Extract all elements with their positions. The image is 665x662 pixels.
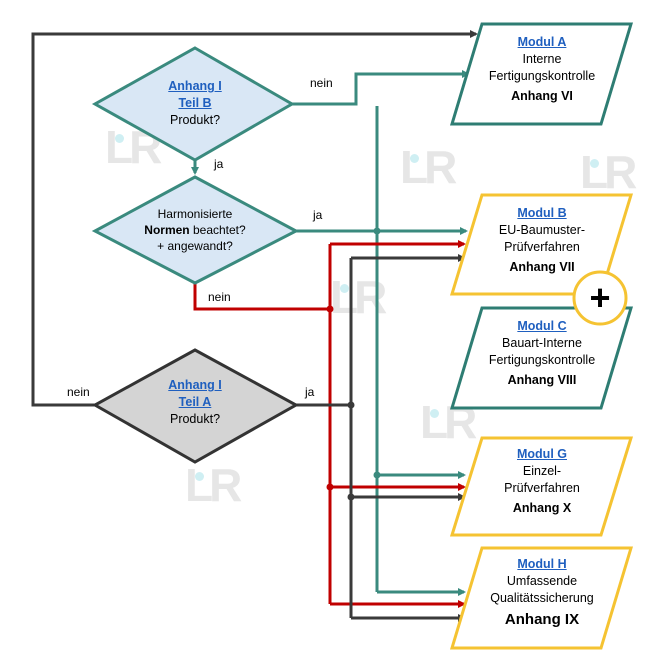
label-a-nein: nein — [67, 385, 90, 399]
module-c-line1: Bauart-Interne — [502, 336, 582, 350]
module-c-line2: Fertigungskontrolle — [488, 353, 596, 367]
module-a-shape — [449, 22, 634, 126]
module-a: Modul A Interne Fertigungskontrolle Anha… — [467, 34, 617, 105]
plus-badge-circle — [572, 270, 628, 326]
module-h-title[interactable]: Modul H — [517, 557, 567, 571]
module-c-annex: Anhang VIII — [507, 373, 577, 387]
normen-line3: + angewandt? — [157, 239, 233, 253]
module-h-line1: Umfassende — [506, 574, 578, 588]
decision-anhang1-b: Anhang I Teil B Produkt? — [140, 78, 250, 129]
module-h-line2: Qualitätssicherung — [490, 591, 594, 605]
watermark-logo: LR — [580, 146, 637, 198]
label-b-nein: nein — [310, 76, 333, 90]
module-c: Modul C Bauart-Interne Fertigungskontrol… — [467, 318, 617, 389]
module-c-title[interactable]: Modul C — [517, 319, 567, 333]
teil-b-link[interactable]: Teil B — [178, 96, 212, 110]
module-a-annex: Anhang VI — [511, 89, 573, 103]
diamond-anhang1-a — [91, 348, 300, 464]
module-g-shape — [449, 436, 634, 537]
teil-a-link[interactable]: Teil A — [178, 395, 212, 409]
module-b-line1: EU-Baumuster- — [498, 223, 586, 237]
module-a-title[interactable]: Modul A — [517, 35, 567, 49]
module-a-line1: Interne — [522, 52, 562, 66]
module-b-line2: Prüfverfahren — [504, 240, 580, 254]
module-g-annex: Anhang X — [512, 501, 572, 515]
normen-line2: Normen beachtet? — [144, 223, 246, 237]
anhang1-b-link[interactable]: Anhang I — [168, 79, 222, 93]
label-normen-ja: ja — [313, 208, 323, 222]
diamond-normen — [91, 175, 300, 285]
watermark-logo: LR — [400, 141, 457, 193]
normen-line1: Harmonisierte — [157, 207, 233, 221]
watermark-logo: LR — [185, 459, 242, 511]
module-g-title[interactable]: Modul G — [517, 447, 567, 461]
module-b-annex: Anhang VII — [509, 260, 575, 274]
decision-anhang1-a: Anhang I Teil A Produkt? — [140, 377, 250, 428]
edge-b-nein — [292, 70, 470, 106]
anhang1-b-question: Produkt? — [169, 113, 221, 127]
module-g-line1: Einzel- — [522, 464, 562, 478]
plus-badge: + — [589, 277, 611, 318]
module-g: Modul G Einzel- Prüfverfahren Anhang X — [467, 446, 617, 517]
module-a-line2: Fertigungskontrolle — [488, 69, 596, 83]
module-h-shape — [449, 546, 634, 650]
diamond-anhang1-b — [91, 46, 296, 162]
edge-normen-nein — [193, 283, 330, 311]
module-b-title[interactable]: Modul B — [517, 206, 567, 220]
label-a-ja: ja — [305, 385, 315, 399]
decision-normen: Harmonisierte Normen beachtet? + angewan… — [135, 206, 255, 254]
module-g-line2: Prüfverfahren — [504, 481, 580, 495]
module-b: Modul B EU-Baumuster- Prüfverfahren Anha… — [467, 205, 617, 276]
label-normen-nein: nein — [208, 290, 231, 304]
module-h: Modul H Umfassende Qualitätssicherung An… — [467, 556, 617, 628]
anhang1-a-question: Produkt? — [169, 412, 221, 426]
edge-a-nein — [31, 30, 478, 407]
label-b-ja: ja — [214, 157, 224, 171]
module-h-annex: Anhang IX — [504, 611, 580, 628]
anhang1-a-link[interactable]: Anhang I — [168, 378, 222, 392]
